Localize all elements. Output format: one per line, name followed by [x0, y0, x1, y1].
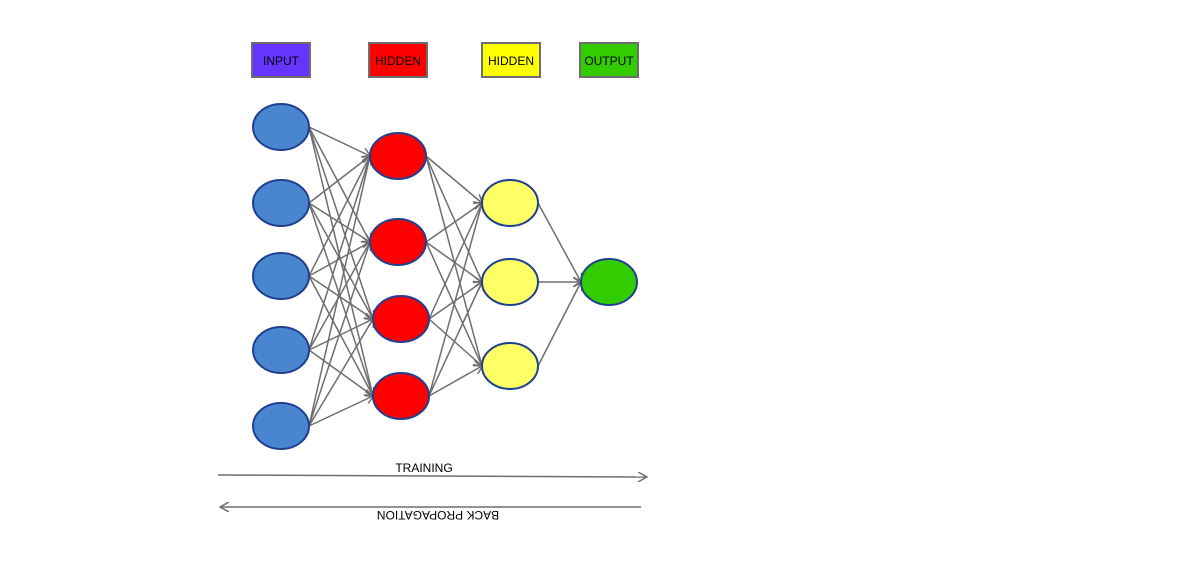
backprop-label: BACK PROPAGATION	[377, 508, 499, 522]
edge-hidden1-0-to-hidden2-0	[425, 155, 482, 203]
legend-hidden-2: HIDDEN	[481, 42, 541, 78]
edge-input-3-to-hidden1-1	[308, 242, 370, 351]
training-arrow: TRAINING	[217, 461, 646, 477]
legend-output-swatch	[579, 42, 639, 78]
legend-hidden-1-label: HIDDEN	[375, 54, 421, 68]
edge-input-2-to-hidden1-0	[308, 156, 370, 277]
legend-output: OUTPUT	[579, 42, 639, 78]
edge-hidden1-3-to-hidden2-2	[428, 366, 482, 397]
edge-input-1-to-hidden1-1	[308, 202, 370, 242]
legend: INPUT HIDDEN HIDDEN OUTPUT	[251, 42, 639, 78]
training-arrow-line	[217, 475, 646, 477]
input-node-4	[252, 326, 310, 374]
input-node-3	[252, 252, 310, 300]
legend-hidden-2-swatch	[481, 42, 541, 78]
edge-hidden2-0-to-output-0	[537, 202, 581, 282]
edge-input-4-to-hidden1-0	[308, 156, 370, 427]
edge-input-4-to-hidden1-1	[308, 242, 370, 427]
edge-input-2-to-hidden1-1	[308, 242, 370, 277]
edge-input-0-to-hidden1-0	[308, 126, 370, 156]
edge-input-3-to-hidden1-0	[308, 156, 370, 351]
edge-hidden1-2-to-hidden2-2	[428, 318, 482, 366]
legend-output-label: OUTPUT	[584, 54, 634, 68]
edge-hidden1-1-to-hidden2-0	[425, 203, 482, 243]
hidden2-node-2	[481, 258, 539, 306]
input-node-1	[252, 103, 310, 151]
edge-input-4-to-hidden1-2	[308, 319, 373, 427]
hidden1-node-3	[372, 295, 430, 343]
edge-hidden2-2-to-output-0	[537, 282, 581, 367]
hidden2-node-3	[481, 342, 539, 390]
legend-input: INPUT	[251, 42, 311, 78]
hidden1-node-4	[372, 372, 430, 420]
edge-hidden1-3-to-hidden2-0	[428, 203, 482, 397]
network-nodes	[252, 103, 638, 450]
input-node-2	[252, 179, 310, 227]
legend-hidden-1-swatch	[368, 42, 428, 78]
edge-input-2-to-hidden1-3	[308, 275, 373, 396]
edge-input-0-to-hidden1-1	[308, 126, 370, 242]
legend-hidden-2-label: HIDDEN	[488, 54, 534, 68]
edge-input-3-to-hidden1-2	[308, 319, 373, 351]
legend-input-label: INPUT	[263, 54, 300, 68]
edge-input-1-to-hidden1-3	[308, 202, 373, 396]
hidden2-node-1	[481, 179, 539, 227]
edge-input-1-to-hidden1-2	[308, 202, 373, 319]
edge-hidden1-3-to-hidden2-1	[428, 282, 482, 397]
connection-edges	[308, 126, 581, 427]
legend-input-swatch	[251, 42, 311, 78]
edge-input-2-to-hidden1-2	[308, 275, 373, 319]
edge-input-1-to-hidden1-0	[308, 156, 370, 204]
output-node-1	[580, 258, 638, 306]
edge-hidden1-0-to-hidden2-1	[425, 155, 482, 282]
edge-hidden1-1-to-hidden2-1	[425, 241, 482, 282]
input-node-5	[252, 402, 310, 450]
hidden1-node-2	[369, 218, 427, 266]
backprop-arrow: BACK PROPAGATION	[221, 507, 641, 522]
edge-hidden1-2-to-hidden2-0	[428, 203, 482, 320]
edge-input-4-to-hidden1-3	[308, 396, 373, 427]
edge-hidden1-0-to-hidden2-2	[425, 155, 482, 366]
training-label: TRAINING	[395, 461, 452, 475]
hidden1-node-1	[369, 132, 427, 180]
legend-hidden-1: HIDDEN	[368, 42, 428, 78]
